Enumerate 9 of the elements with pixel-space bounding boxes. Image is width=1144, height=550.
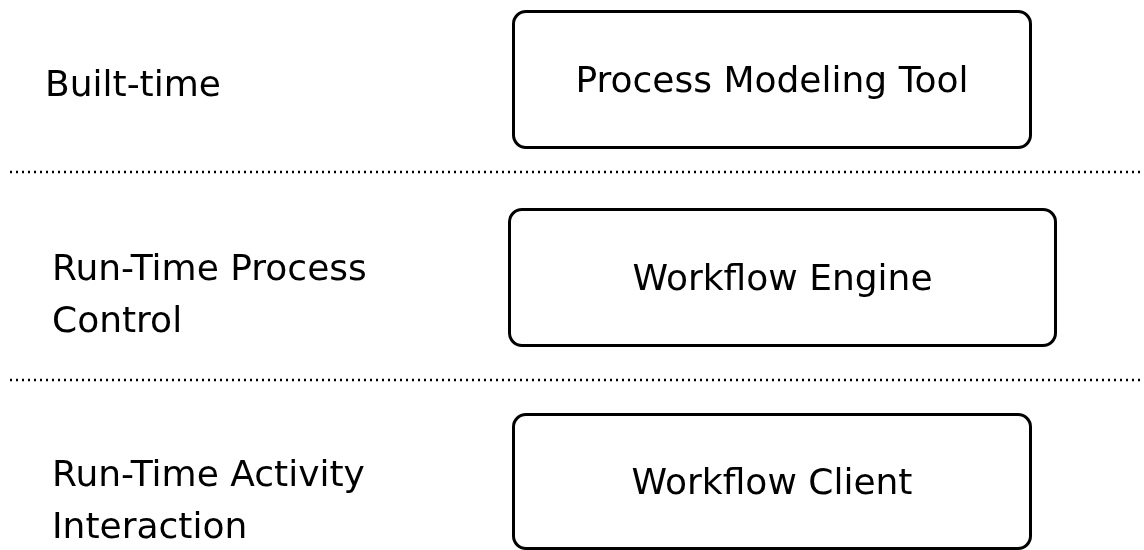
process-box — [512, 413, 1032, 550]
process-box — [512, 10, 1032, 149]
box-label: Process Modeling Tool — [575, 59, 969, 100]
layer-label: Built-time — [45, 62, 222, 106]
layer-label: Run-Time Activity Interaction — [52, 452, 366, 548]
process-box — [508, 208, 1057, 347]
box-label: Workflow Engine — [632, 257, 933, 298]
box-label: Workflow Client — [631, 461, 913, 502]
layer-label: Run-Time Process Control — [52, 246, 368, 342]
